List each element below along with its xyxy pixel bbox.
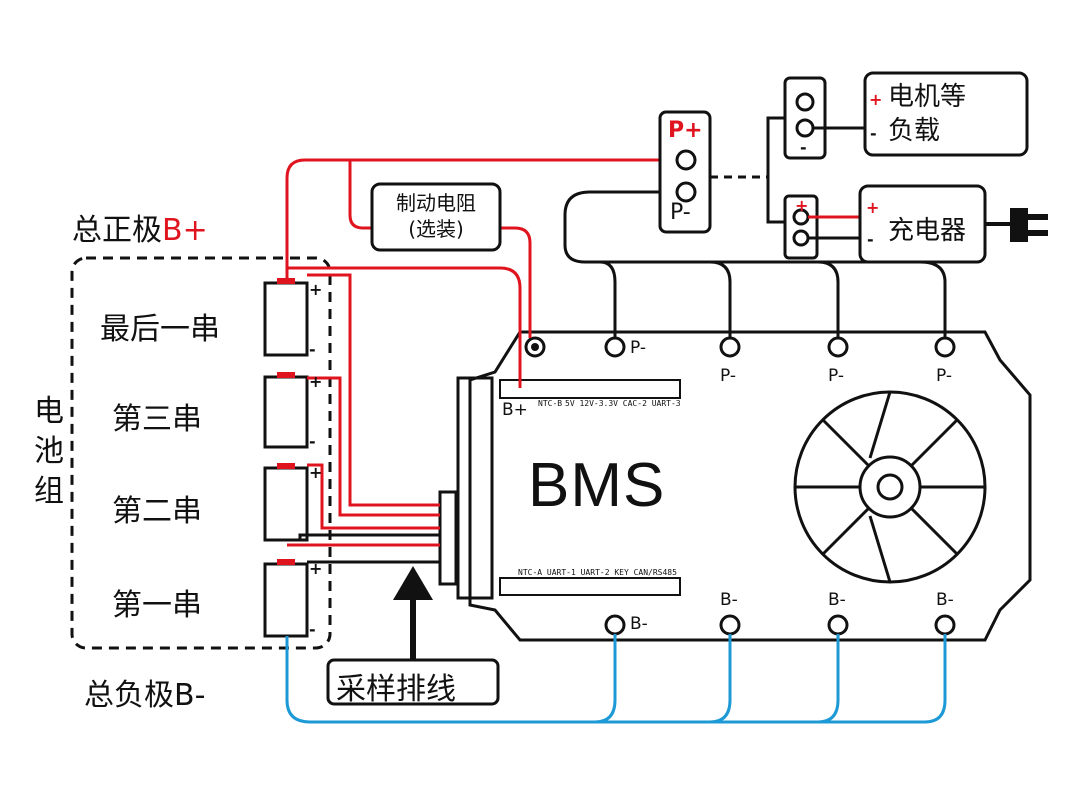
p-minus-connector-label: P-: [670, 200, 691, 225]
motor-plus: +: [869, 90, 883, 109]
p-plus-terminal: [675, 149, 697, 171]
p-minus-terminal-label-2: P-: [720, 366, 737, 386]
p-minus-terminal-label-3: P-: [828, 366, 845, 386]
motor-connector-minus: -: [800, 138, 807, 157]
p-minus-wires: [563, 190, 947, 338]
b-minus-terminal-label-3: B-: [828, 590, 846, 610]
cell2-plus: +: [309, 463, 323, 482]
p-minus-terminal: [675, 181, 697, 203]
total-positive-label: 总正极B+: [72, 213, 208, 248]
charger-connector: [783, 194, 819, 260]
harness-connector: [438, 490, 458, 586]
charger-minus: -: [867, 230, 874, 249]
cell-label-first: 第一串: [112, 588, 202, 623]
b-plus-terminal-label: B+: [502, 400, 528, 420]
negative-wires: [285, 634, 947, 724]
cell1-plus: +: [309, 559, 323, 578]
motor-terminal-top: [795, 92, 815, 112]
battery-cells: [263, 281, 309, 638]
brake-resistor-box: [370, 182, 502, 252]
charger-connector-plus: +: [795, 196, 809, 215]
motor-load-label: 电机等 负载: [888, 82, 967, 146]
cell3-minus: -: [309, 432, 316, 451]
cell4-plus: +: [309, 280, 323, 299]
sampling-harness-box: [326, 658, 500, 706]
branch-line: [766, 116, 785, 224]
sampling-arrow: [393, 566, 433, 660]
connector-top-left-label: NTC-B: [538, 399, 563, 408]
cell-label-third: 第三串: [112, 402, 202, 437]
bms-title: BMS: [528, 451, 666, 520]
bms-terminals: [524, 336, 956, 636]
p-minus-terminal-label-1: P-: [630, 338, 647, 358]
b-minus-terminal-label-1: B-: [630, 614, 648, 634]
cell4-minus: -: [309, 340, 316, 359]
b-minus-terminal-label-4: B-: [936, 590, 954, 610]
cell-label-last: 最后一串: [100, 312, 220, 347]
sampling-wires-black: [287, 533, 440, 564]
motor-minus: -: [870, 124, 877, 143]
motor-terminal-bottom: [795, 118, 815, 138]
battery-pack-outline: [70, 256, 332, 650]
battery-caps: [277, 278, 295, 565]
total-negative-label: 总负极B-: [84, 678, 206, 713]
positive-wires: [285, 158, 672, 547]
brake-resistor-label: 制动电阻 (选装): [396, 191, 476, 241]
motor-load-box: [863, 71, 1029, 157]
fan: [793, 390, 987, 584]
plug-icon: [985, 208, 1048, 242]
cell2-minus: -: [309, 525, 316, 544]
connector-bottom-label: NTC-A UART-1 UART-2 KEY CAN/RS485: [518, 568, 677, 577]
bottom-connector-strip: [499, 577, 681, 596]
battery-pack-label: 电 池 组: [34, 394, 64, 509]
brake-terminal-center: [531, 343, 539, 351]
connector-top-label: 5V 12V-3.3V CAC-2 UART-3: [565, 399, 681, 408]
sampling-harness-label: 采样排线: [336, 672, 456, 707]
p-minus-terminal-label-4: P-: [936, 366, 953, 386]
motor-connector: [783, 76, 827, 160]
output-connector: [658, 110, 712, 234]
cell1-minus: -: [309, 620, 316, 639]
cell-label-second: 第二串: [112, 494, 202, 529]
top-connector-strip: [499, 379, 681, 399]
p-plus-label: P+: [668, 118, 703, 143]
cell3-plus: +: [309, 372, 323, 391]
charger-terminal-bottom: [792, 229, 810, 247]
bms-board: [456, 330, 1032, 642]
charger-label: 充电器: [888, 216, 967, 246]
b-minus-terminal-label-2: B-: [720, 590, 738, 610]
charger-plus: +: [866, 198, 880, 217]
